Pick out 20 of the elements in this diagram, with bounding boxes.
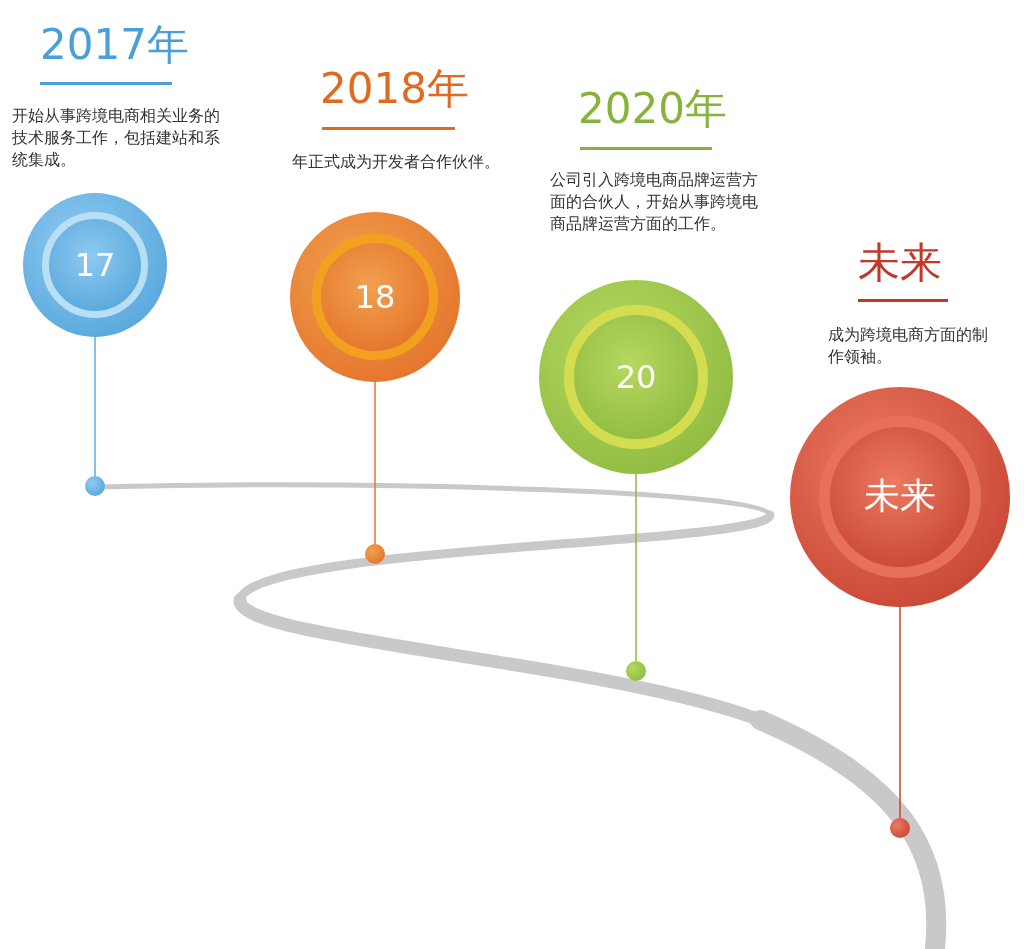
milestone-number: 17 xyxy=(74,246,116,284)
road-dot xyxy=(626,661,646,681)
milestone-description: 开始从事跨境电商相关业务的技术服务工作，包括建站和系统集成。 xyxy=(12,105,221,171)
pin-line xyxy=(899,606,901,819)
year-heading: 2018年 xyxy=(320,66,469,113)
milestone-description: 年正式成为开发者合作伙伴。 xyxy=(292,151,501,173)
milestone-number: 未来 xyxy=(864,474,936,519)
milestone-description: 成为跨境电商方面的制作领袖。 xyxy=(828,324,989,368)
milestone-description: 公司引入跨境电商品牌运营方面的合伙人，开始从事跨境电商品牌运营方面的工作。 xyxy=(550,169,759,235)
milestone-number: 20 xyxy=(615,358,657,396)
road-dot xyxy=(890,818,910,838)
pin-line xyxy=(94,336,96,477)
milestone-number: 18 xyxy=(354,278,396,316)
pin-line xyxy=(635,473,637,662)
year-heading: 2017年 xyxy=(40,22,189,69)
road-dot xyxy=(365,544,385,564)
year-heading: 未来 xyxy=(858,240,942,287)
road-dot xyxy=(85,476,105,496)
year-heading: 2020年 xyxy=(578,86,727,133)
pin-line xyxy=(374,381,376,545)
